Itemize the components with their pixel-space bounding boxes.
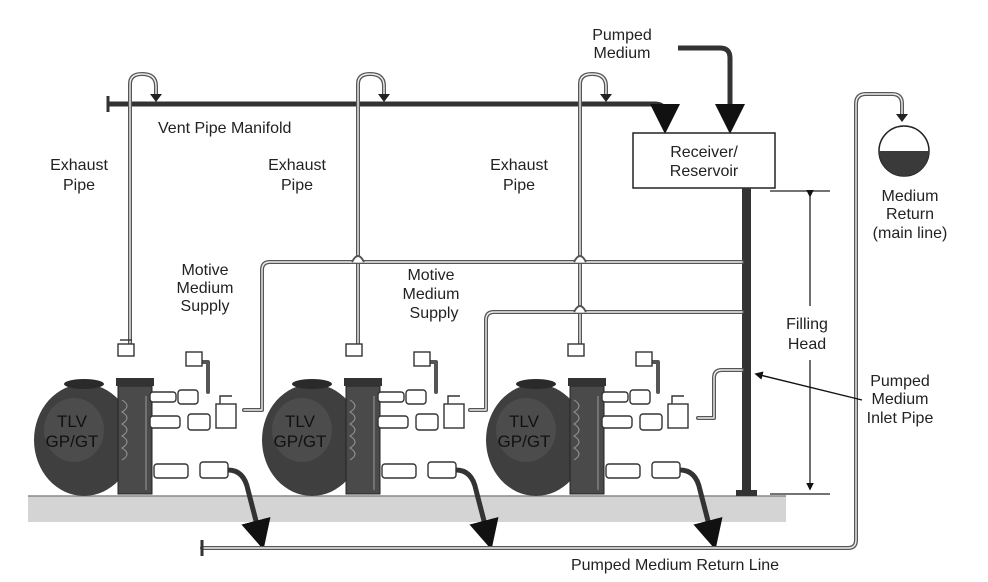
pump-2-label-line1: TLV [285, 412, 316, 431]
pumped-medium-label-line2: Medium [594, 45, 651, 62]
medium-return-label-line3: (main line) [873, 225, 948, 242]
medium-return-vessel [878, 125, 930, 177]
filling-head-dimension [770, 189, 830, 495]
medium-return-label-line2: Return [886, 206, 934, 223]
exhaust-pipe-2-label-line1: Exhaust [268, 157, 326, 174]
pipe-crossings [351, 255, 587, 313]
exhaust-pipes [128, 72, 608, 352]
pumped-medium-inlet-arrow [678, 45, 745, 134]
pump-3-label-line2: GP/GT [498, 432, 551, 451]
motive-supply-headers [242, 260, 744, 420]
motive-supply-2-label-line3: Supply [410, 305, 459, 322]
floor-slab [28, 496, 786, 522]
receiver-label-line2: Reservoir [670, 163, 739, 180]
pumped-medium-label-line1: Pumped [592, 27, 652, 44]
pumped-medium-return-line [200, 92, 908, 556]
filling-head-label-line1: Filling [786, 316, 828, 333]
receiver-reservoir-box [632, 132, 776, 189]
exhaust-pipe-3-label-line2: Pipe [503, 177, 535, 194]
pump-3 [486, 378, 606, 496]
pump-2-label-line2: GP/GT [274, 432, 327, 451]
pump-2 [262, 378, 382, 496]
filling-head-label-line2: Head [788, 336, 826, 353]
motive-supply-2-label-line1: Motive [407, 267, 454, 284]
pump-1-label-line1: TLV [57, 412, 88, 431]
pump-1 [34, 378, 154, 496]
return-drops [227, 467, 723, 550]
exhaust-pipe-3-label-line1: Exhaust [490, 157, 548, 174]
exhaust-pipe-1-label-line1: Exhaust [50, 157, 108, 174]
receiver-label-line1: Receiver/ [670, 144, 738, 161]
inlet-pipe-label-line3: Inlet Pipe [867, 410, 934, 427]
medium-return-label-line1: Medium [882, 188, 939, 205]
motive-supply-2-label-line2: Medium [403, 286, 460, 303]
exhaust-pipe-1-label-line2: Pipe [63, 177, 95, 194]
return-line-label: Pumped Medium Return Line [571, 557, 779, 574]
inlet-pipe-label-line2: Medium [872, 391, 929, 408]
exhaust-arrowheads [150, 94, 612, 102]
pump-1-label-line2: GP/GT [46, 432, 99, 451]
motive-supply-1-label-line3: Supply [181, 298, 230, 315]
pump-3-label-line1: TLV [509, 412, 540, 431]
exhaust-pipe-2-label-line2: Pipe [281, 177, 313, 194]
vent-pipe-manifold-label: Vent Pipe Manifold [158, 120, 291, 137]
valves [117, 339, 689, 479]
inlet-pipe-pointer [754, 371, 863, 401]
motive-supply-1-label-line1: Motive [181, 262, 228, 279]
vent-pipe-manifold [106, 96, 680, 134]
standpipe [742, 188, 751, 494]
motive-supply-1-label-line2: Medium [177, 280, 234, 297]
inlet-pipe-label-line1: Pumped [870, 373, 930, 390]
